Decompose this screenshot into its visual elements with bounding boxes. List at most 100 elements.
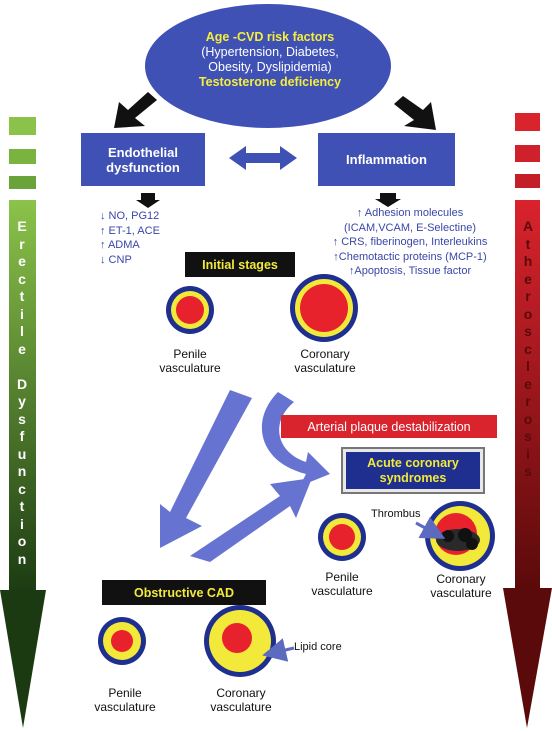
- risk-factors-text: Age -CVD risk factors (Hypertension, Dia…: [160, 30, 380, 90]
- acs-line-2: syndromes: [379, 470, 447, 485]
- endothelial-marker: ↓ CNP: [100, 253, 132, 266]
- side-label-char: t: [525, 235, 531, 252]
- caption-line: Penile: [173, 347, 207, 361]
- side-label-char: e: [18, 253, 26, 269]
- plaque-destabilization-bar: Arterial plaque destabilization: [281, 415, 497, 438]
- obstructive-cad-label: Obstructive CAD: [102, 580, 266, 605]
- side-label-char: e: [18, 340, 26, 357]
- acs-line-1: Acute coronary: [367, 455, 459, 470]
- side-label-char: n: [17, 463, 27, 479]
- side-label-char: h: [523, 253, 533, 269]
- caption-line: Coronary: [300, 347, 350, 361]
- penile-caption-obstructive: Penile vasculature: [85, 686, 165, 714]
- endothelial-dysfunction-box: Endothelial dysfunction: [81, 133, 205, 186]
- side-label-char: t: [19, 498, 25, 514]
- side-label-char: A: [522, 218, 534, 234]
- inflammation-marker: ↑ CRS, fiberinogen, Interleukins: [332, 236, 488, 248]
- penile-vessel-obstructive: [98, 617, 146, 665]
- endothelial-down-arrow: [136, 193, 160, 208]
- risk-factors-detail-1: (Hypertension, Diabetes,: [201, 45, 339, 59]
- side-label-char: D: [16, 375, 28, 392]
- coronary-vessel-acs: [425, 501, 495, 571]
- testosterone-deficiency: Testosterone deficiency: [198, 75, 342, 89]
- inflammation-marker: ↑ Adhesion molecules: [356, 207, 464, 219]
- side-label-char: s: [524, 428, 532, 444]
- thrombus-label: Thrombus: [371, 508, 421, 520]
- acute-coronary-syndromes-box: Acute coronary syndromes: [343, 449, 483, 492]
- initial-stages-label: Initial stages: [185, 252, 295, 277]
- right-progression-arrow: [503, 113, 552, 728]
- thrombus-pointer: [415, 516, 446, 539]
- side-label-char: i: [526, 445, 530, 462]
- side-label-char: y: [18, 393, 26, 409]
- side-label-char: o: [17, 533, 27, 549]
- side-label-char: s: [524, 323, 532, 339]
- penile-caption-acs: Penile vasculature: [300, 570, 384, 598]
- side-label-char: r: [19, 235, 25, 252]
- coronary-caption-initial: Coronary vasculature: [280, 347, 370, 375]
- side-label-char: c: [18, 480, 26, 497]
- coronary-vessel-obstructive: [204, 605, 276, 677]
- caption-line: vasculature: [430, 586, 492, 600]
- side-label-char: E: [17, 218, 27, 234]
- coronary-vessel-initial: [290, 274, 358, 342]
- risk-factors-detail-2: Obesity, Dyslipidemia): [208, 60, 332, 74]
- endothelial-title-line-1: Endothelial: [107, 144, 179, 160]
- side-label-char: e: [524, 375, 532, 392]
- side-label-char: s: [524, 463, 532, 479]
- side-label-char: t: [19, 288, 25, 304]
- coronary-caption-acs: Coronary vasculature: [418, 572, 504, 600]
- side-label-char: i: [20, 305, 24, 322]
- caption-line: Coronary: [436, 572, 486, 586]
- lipid-core-pointer: [262, 638, 295, 662]
- side-label-char: [10, 358, 34, 376]
- side-label-char: u: [17, 445, 27, 462]
- side-label-char: l: [526, 358, 530, 374]
- side-label-char: i: [20, 515, 24, 532]
- lipid-core-label: Lipid core: [294, 641, 342, 653]
- ellipse-to-boxes-arrows: [114, 92, 436, 130]
- caption-line: vasculature: [94, 700, 156, 714]
- endothelial-markers: ↓ NO, PG12 ↑ ET-1, ACE ↑ ADMA ↓ CNP: [100, 209, 160, 267]
- endothelial-title-line-2: dysfunction: [106, 159, 180, 175]
- caption-line: vasculature: [294, 361, 356, 375]
- inflammation-marker: (ICAM,VCAM, E-Selectine): [343, 221, 477, 234]
- endothelial-marker: ↑ ET-1, ACE: [100, 224, 160, 237]
- side-label-char: s: [18, 410, 26, 427]
- side-label-char: e: [524, 270, 532, 287]
- caption-line: Penile: [108, 686, 142, 700]
- caption-line: vasculature: [311, 584, 373, 598]
- side-label-char: r: [525, 393, 531, 409]
- inflammation-markers: ↑ Adhesion molecules (ICAM,VCAM, E-Selec…: [310, 206, 510, 279]
- double-arrow: [229, 146, 297, 170]
- caption-line: Coronary: [216, 686, 266, 700]
- penile-vessel-acs: [318, 513, 366, 561]
- penile-vessel-initial: [166, 286, 214, 334]
- side-label-char: c: [524, 340, 532, 357]
- side-label-char: c: [18, 270, 26, 287]
- endothelial-marker: ↓ NO, PG12: [100, 210, 160, 222]
- risk-factors-title: Age -CVD risk factors: [205, 30, 335, 44]
- risk-factors-ellipse: [145, 4, 391, 128]
- side-label-char: o: [523, 410, 533, 427]
- inflammation-down-arrow: [375, 193, 401, 207]
- side-label-char: f: [19, 428, 25, 444]
- side-label-char: o: [523, 305, 533, 322]
- left-progression-arrow: [0, 117, 46, 728]
- inflammation-box: Inflammation: [318, 133, 455, 186]
- caption-line: Penile: [325, 570, 359, 584]
- inflammation-title: Inflammation: [346, 152, 427, 167]
- side-label-char: l: [20, 323, 24, 339]
- side-label-char: n: [17, 550, 27, 567]
- caption-line: vasculature: [210, 700, 272, 714]
- caption-line: vasculature: [159, 361, 221, 375]
- side-label-char: r: [525, 288, 531, 304]
- inflammation-marker: ↑Apoptosis, Tissue factor: [348, 265, 472, 277]
- penile-caption-initial: Penile vasculature: [145, 347, 235, 375]
- coronary-caption-obstructive: Coronary vasculature: [196, 686, 286, 714]
- progression-big-arrows: [160, 390, 330, 562]
- inflammation-marker: ↑Chemotactic proteins (MCP-1): [333, 250, 487, 263]
